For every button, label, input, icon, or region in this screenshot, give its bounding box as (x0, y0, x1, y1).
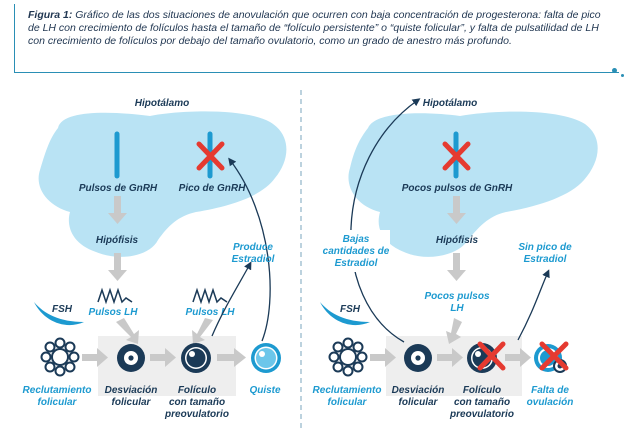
right-no-peak-arrow (517, 269, 550, 341)
right-stage3-label-1: Folículo (463, 385, 501, 396)
left-preovulatory-follicle-icon (181, 343, 211, 373)
right-ovulation-cross-icon (539, 341, 569, 371)
right-low-estradiol-label-3: Estradiol (335, 258, 378, 269)
right-few-pulses-gnrh-label: Pocos pulsos de GnRH (402, 183, 513, 194)
left-stage2-label-1: Desviación (105, 385, 158, 396)
right-recruitment-follicles-icon (328, 337, 368, 377)
right-hypothalamus-blob (348, 111, 598, 257)
right-stage3-label-3: preovulatorio (449, 409, 514, 420)
left-panel: Hipotálamo Pulsos de GnRH Pico de GnRH H… (23, 98, 287, 420)
left-grey-arrow-down-1 (108, 196, 127, 224)
right-preovulatory-cross-icon (477, 341, 506, 371)
right-panel: Hipotálamo Pocos pulsos de GnRH Hipófisi… (313, 98, 598, 420)
left-recruitment-follicles-icon (40, 337, 80, 377)
caption-frame (14, 4, 619, 73)
left-lh-pulse-wave-2 (192, 287, 228, 305)
left-grey-arrow-lh-2 (192, 318, 213, 344)
left-pulses-gnrh-label: Pulsos de GnRH (79, 183, 158, 194)
left-grey-arrow-right-1 (82, 348, 108, 367)
left-lh-pulse-wave-1 (97, 287, 133, 305)
left-lh-pulses-1-label: Pulsos LH (89, 307, 139, 318)
left-stage3-label-1: Folículo (178, 385, 216, 396)
left-grey-arrow-lh-1 (116, 318, 139, 344)
right-grey-arrow-right-2 (437, 348, 463, 367)
caption-label: Figura 1: (28, 9, 73, 21)
right-stage1-label-2: folicular (328, 397, 368, 408)
right-grey-arrow-lh (446, 318, 462, 344)
left-peak-cross-icon (196, 141, 225, 171)
right-grey-arrow-down-1 (447, 196, 466, 224)
right-low-estradiol-label-2: cantidades de (323, 246, 390, 257)
left-stage2-label-2: folicular (112, 397, 152, 408)
caption-dot (612, 68, 617, 73)
right-fsh-label: FSH (340, 304, 361, 315)
right-grey-arrow-right-3 (505, 348, 531, 367)
right-stage4-label-1: Falta de (531, 385, 569, 396)
left-lh-pulses-2-label: Pulsos LH (186, 307, 236, 318)
left-fsh-swoosh-icon (34, 302, 84, 326)
left-fsh-label: FSH (52, 304, 73, 315)
left-peak-gnrh-label: Pico de GnRH (179, 183, 246, 194)
right-stage4-label-2: ovulación (527, 397, 574, 408)
right-gnrh-cross-icon (442, 141, 471, 171)
left-produces-estradiol-label-1: Produce (233, 242, 273, 253)
figure-caption: Figura 1: Gráfico de las dos situaciones… (0, 0, 624, 77)
right-stage2-label-2: folicular (399, 397, 439, 408)
right-low-estradiol-bg (326, 230, 390, 272)
right-low-estradiol-arrow (350, 98, 421, 343)
left-stage3-label-3: preovulatorio (164, 409, 229, 420)
right-deviation-follicle-icon (404, 344, 432, 372)
right-low-estradiol-label-1: Bajas (343, 234, 370, 245)
caption-body: Gráfico de las dos situaciones de anovul… (28, 9, 601, 47)
left-hypothalamus-label: Hipotálamo (135, 98, 189, 109)
left-hypophysis-label: Hipófisis (96, 235, 139, 246)
right-grey-arrow-down-2 (447, 253, 466, 281)
decorative-dot (621, 74, 624, 77)
right-stage3-label-2: con tamaño (454, 397, 510, 408)
left-stage4-label: Quiste (249, 385, 281, 396)
right-fsh-swoosh-icon (320, 302, 370, 326)
right-grey-arrow-right-1 (370, 348, 396, 367)
left-hypothalamus-blob (38, 111, 287, 257)
right-no-peak-label-1: Sin pico de (518, 242, 572, 253)
right-hypothalamus-label: Hipotálamo (423, 98, 477, 109)
left-deviation-follicle-icon (117, 344, 145, 372)
right-stage2-label-1: Desviación (392, 385, 445, 396)
left-produces-estradiol-label-2: Estradiol (232, 254, 275, 265)
left-grey-arrow-down-2 (108, 253, 127, 281)
left-produce-arrow (211, 261, 252, 337)
left-grey-arrow-right-3 (217, 348, 246, 367)
left-grey-arrow-right-2 (150, 348, 176, 367)
right-hypophysis-label: Hipófisis (436, 235, 479, 246)
left-stage3-label-2: con tamaño (169, 397, 225, 408)
right-few-lh-label-2: LH (450, 303, 464, 314)
caption-text: Figura 1: Gráfico de las dos situaciones… (28, 9, 613, 48)
right-few-lh-label-1: Pocos pulsos (424, 291, 489, 302)
left-estradiol-curve-arrow (228, 157, 271, 342)
left-stage1-label-2: folicular (38, 397, 78, 408)
left-cyst-icon (251, 343, 281, 373)
right-no-peak-label-2: Estradiol (524, 254, 567, 265)
left-stage1-label-1: Reclutamiento (23, 385, 92, 396)
right-stage1-label-1: Reclutamiento (313, 385, 382, 396)
